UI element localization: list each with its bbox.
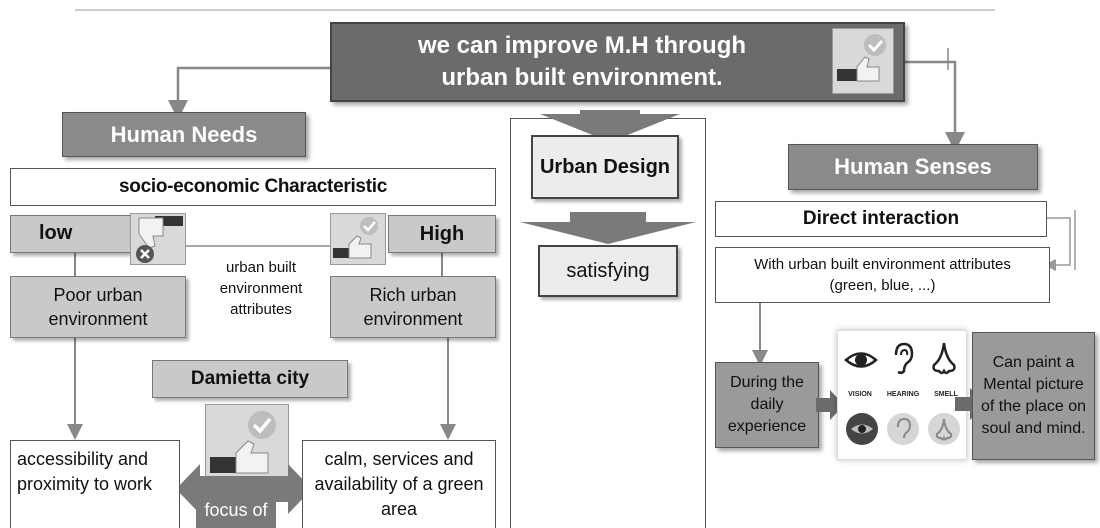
poor-environment-box: Poor urban environment	[10, 276, 186, 338]
thumbs-up-check-icon	[330, 213, 386, 265]
rich-environment-box: Rich urban environment	[330, 276, 496, 338]
eye-icon	[846, 413, 878, 445]
low-box: low	[10, 215, 132, 253]
socio-economic-box: socio-economic Characteristic	[10, 168, 496, 206]
nose-icon	[928, 413, 960, 445]
nose-icon	[932, 342, 956, 375]
down-arrow-top	[540, 110, 680, 142]
ear-icon	[894, 342, 914, 375]
daily-experience-box: During the daily experience	[715, 362, 819, 448]
low-outcome-box: accessibility and proximity to work	[10, 440, 180, 528]
vision-label: VISION	[848, 391, 872, 398]
damietta-city-box: Damietta city	[152, 360, 348, 398]
thumbs-down-x-icon	[130, 213, 186, 265]
smell-label: SMELL	[934, 391, 958, 398]
down-arrow-middle	[520, 212, 696, 244]
mental-picture-box: Can paint a Mental picture of the place …	[972, 332, 1095, 460]
title-box: we can improve M.H through urban built e…	[330, 22, 905, 102]
hearing-label: HEARING	[886, 391, 920, 398]
satisfying-box: satisfying	[538, 245, 678, 297]
high-box: High	[388, 215, 496, 253]
thumbs-up-check-icon	[205, 404, 289, 486]
with-environment-box: With urban built environment attributes …	[715, 247, 1050, 303]
senses-panel: VISION HEARING SMELL	[837, 330, 967, 460]
urban-design-box: Urban Design	[531, 135, 679, 199]
title-line-1: we can improve M.H through	[417, 32, 747, 59]
thumbs-up-check-icon	[832, 28, 894, 94]
human-senses-heading: Human Senses	[788, 144, 1038, 190]
title-line-2: urban built environment.	[441, 64, 723, 91]
attributes-label: urban built environment attributes	[219, 258, 303, 318]
human-needs-heading: Human Needs	[62, 112, 306, 157]
eye-icon	[844, 352, 878, 368]
high-outcome-box: calm, services and availability of a gre…	[302, 440, 496, 528]
focus-of-box: focus of	[196, 493, 276, 528]
direct-interaction-box: Direct interaction	[715, 201, 1047, 237]
ear-icon	[887, 413, 919, 445]
